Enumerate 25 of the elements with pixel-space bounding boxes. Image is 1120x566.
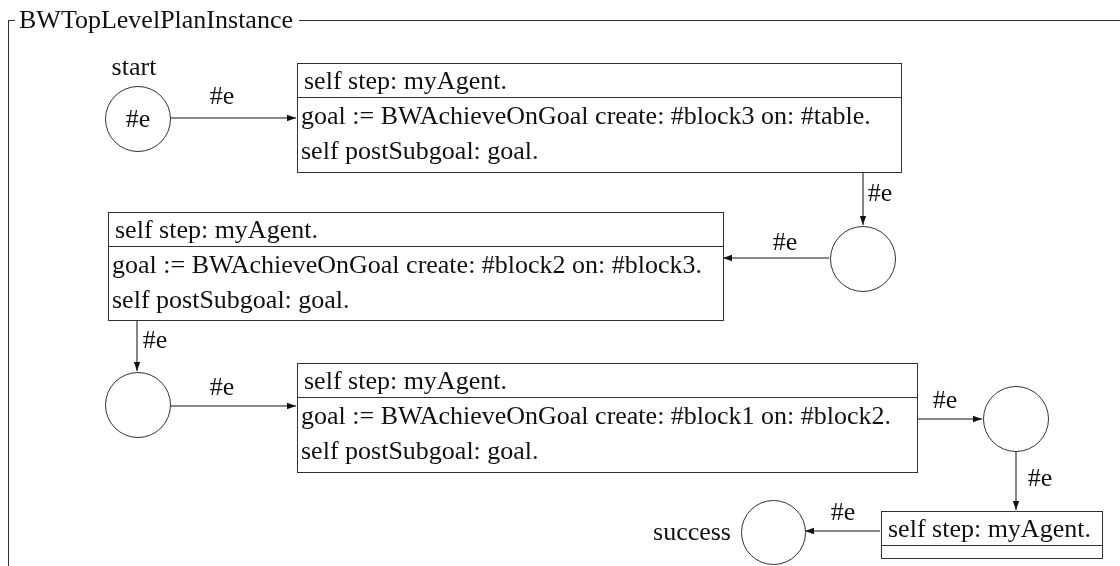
process-box — [297, 363, 918, 473]
step-header: self step: myAgent. — [109, 213, 723, 247]
arrow — [1012, 450, 1020, 511]
node-caption: success — [653, 517, 731, 547]
arrow — [859, 171, 867, 226]
arrow — [169, 114, 297, 122]
arrow — [804, 527, 881, 535]
arrow — [722, 254, 830, 262]
code-line: self postSubgoal: goal. — [111, 284, 351, 316]
step-header: self step: myAgent. — [882, 512, 1102, 546]
process-box — [881, 511, 1103, 559]
code-line: self postSubgoal: goal. — [300, 435, 540, 467]
arrow — [169, 402, 297, 410]
place-marking: #e — [125, 104, 151, 134]
code-line: goal := BWAchieveOnGoal create: #block1 on: #block2. — [300, 400, 893, 432]
arrow — [133, 319, 141, 372]
process-box — [297, 63, 902, 173]
arrow — [916, 415, 983, 423]
step-header: self step: myAgent. — [298, 64, 901, 98]
code-line: goal := BWAchieveOnGoal create: #block2 on: #block3. — [111, 249, 704, 281]
step-header: self step: myAgent. — [298, 364, 917, 398]
code-line: self postSubgoal: goal. — [300, 135, 540, 167]
process-box — [108, 212, 724, 321]
node-caption: start — [111, 52, 157, 82]
code-line: goal := BWAchieveOnGoal create: #block3 on: #table. — [300, 100, 872, 132]
